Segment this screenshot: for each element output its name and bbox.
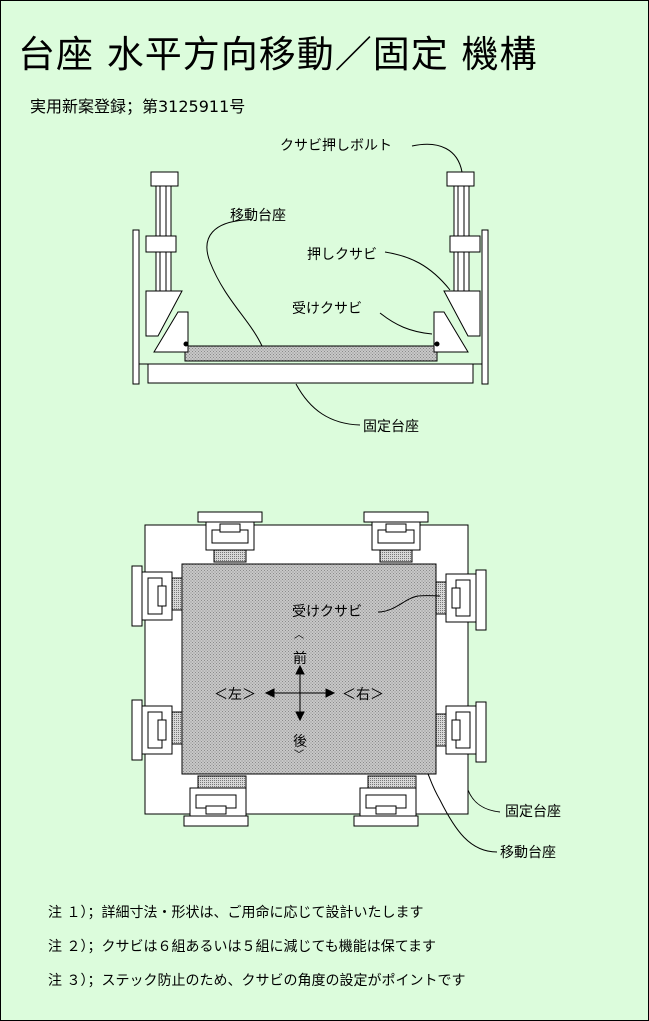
label-receive-wedge-top: 受けクサビ: [292, 604, 362, 620]
top-view: [131, 511, 487, 827]
label-receive-wedge-side: 受けクサビ: [292, 301, 362, 317]
wedge-unit-left-bottom: [131, 699, 183, 761]
note-1: 注 １）；詳細寸法・形状は、ご用命に応じて設計いたします: [48, 905, 424, 921]
side-view: [132, 171, 489, 385]
left-push-wedge: [145, 290, 183, 337]
label-fixed-base-side: 固定台座: [363, 419, 419, 435]
right-receive-wedge: [433, 311, 469, 353]
label-right: ＜右＞: [342, 687, 384, 703]
left-receive-wedge: [153, 311, 189, 353]
wedge-unit-left-top: [131, 565, 183, 627]
label-moving-base-side: 移動台座: [230, 208, 286, 224]
page-title: 台座 水平方向移動／固定 機構: [18, 33, 538, 76]
svg-text:︿: ︿: [294, 630, 304, 641]
label-left: ＜左＞: [214, 687, 256, 703]
wedge-unit-right-bottom: [435, 701, 487, 763]
moving-base-plate: [184, 345, 438, 362]
direction-arrows: [264, 664, 336, 722]
wedge-unit-right-top: [435, 569, 487, 631]
note-3: 注 ３）；ステック防止のため、クサビの角度の設定がポイントです: [48, 973, 466, 989]
svg-text:﹀: ﹀: [294, 749, 304, 761]
label-front: 前: [293, 650, 307, 667]
registration-number: 実用新案登録；第3125911号: [30, 97, 246, 116]
wedge-unit-top-right: [363, 511, 429, 563]
label-moving-base-top: 移動台座: [500, 845, 556, 861]
moving-base-top: [181, 563, 437, 775]
left-upright: [132, 229, 140, 385]
right-push-wedge: [443, 290, 481, 337]
label-push-wedge: 押しクサビ: [307, 247, 377, 263]
right-upright: [481, 229, 489, 385]
wedge-unit-bottom-left: [183, 775, 249, 827]
label-fixed-base-top: 固定台座: [505, 804, 561, 820]
label-bolt: クサビ押しボルト: [280, 138, 392, 154]
top-leaders: [377, 595, 501, 853]
fixed-base-plate: [147, 363, 474, 384]
label-back: 後: [293, 734, 307, 750]
wedge-unit-top-left: [197, 511, 263, 563]
right-bolt: [446, 171, 481, 292]
wedge-unit-bottom-right: [353, 775, 419, 827]
note-2: 注 ２）；クサビは６組あるいは５組に減じても機能は保てます: [48, 939, 437, 955]
side-leaders: [206, 143, 463, 426]
left-bolt: [145, 171, 179, 292]
